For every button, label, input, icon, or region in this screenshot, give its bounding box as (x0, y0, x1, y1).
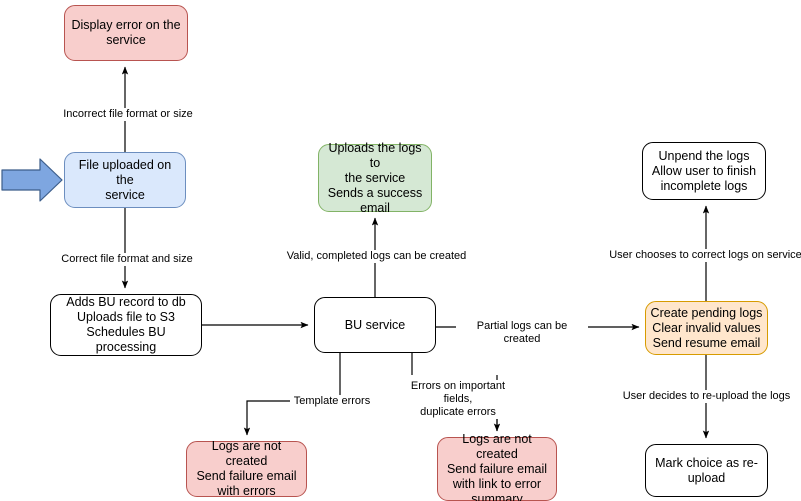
edge-label-errors-on-important-fields: Errors on important fields, duplicate er… (394, 380, 522, 419)
edge-label-partial-logs: Partial logs can be created (456, 320, 588, 346)
node-create-pending-logs[interactable]: Create pending logs Clear invalid values… (645, 301, 768, 355)
start-arrow-icon (1, 158, 63, 202)
node-file-uploaded-on-the-service[interactable]: File uploaded on the service (64, 152, 186, 208)
edge-bu-service-to-logs-not-created-template (243, 353, 341, 436)
node-mark-choice-as-re-upload[interactable]: Mark choice as re- upload (645, 444, 768, 497)
node-logs-not-created-error-summary[interactable]: Logs are not created Send failure email … (437, 432, 557, 501)
node-unpend-the-logs[interactable]: Unpend the logs Allow user to finish inc… (642, 142, 766, 200)
edge-label-correct-file-format: Correct file format and size (58, 253, 196, 266)
node-logs-not-created-template-errors[interactable]: Logs are not created Send failure email … (186, 439, 307, 498)
node-adds-bu-record[interactable]: Adds BU record to db Uploads file to S3 … (50, 294, 202, 356)
node-uploads-the-logs[interactable]: Uploads the logs to the service Sends a … (318, 141, 432, 215)
edge-label-valid-completed-logs: Valid, completed logs can be created (283, 250, 470, 263)
edge-label-template-errors: Template errors (290, 395, 374, 408)
edge-label-user-decides-to-re-upload: User decides to re-upload the logs (617, 390, 796, 403)
edge-label-user-chooses-to-correct: User chooses to correct logs on service (606, 249, 801, 262)
node-bu-service[interactable]: BU service (314, 297, 436, 353)
node-display-error[interactable]: Display error on the service (64, 5, 188, 61)
edge-label-incorrect-file-format: Incorrect file format or size (59, 108, 197, 121)
